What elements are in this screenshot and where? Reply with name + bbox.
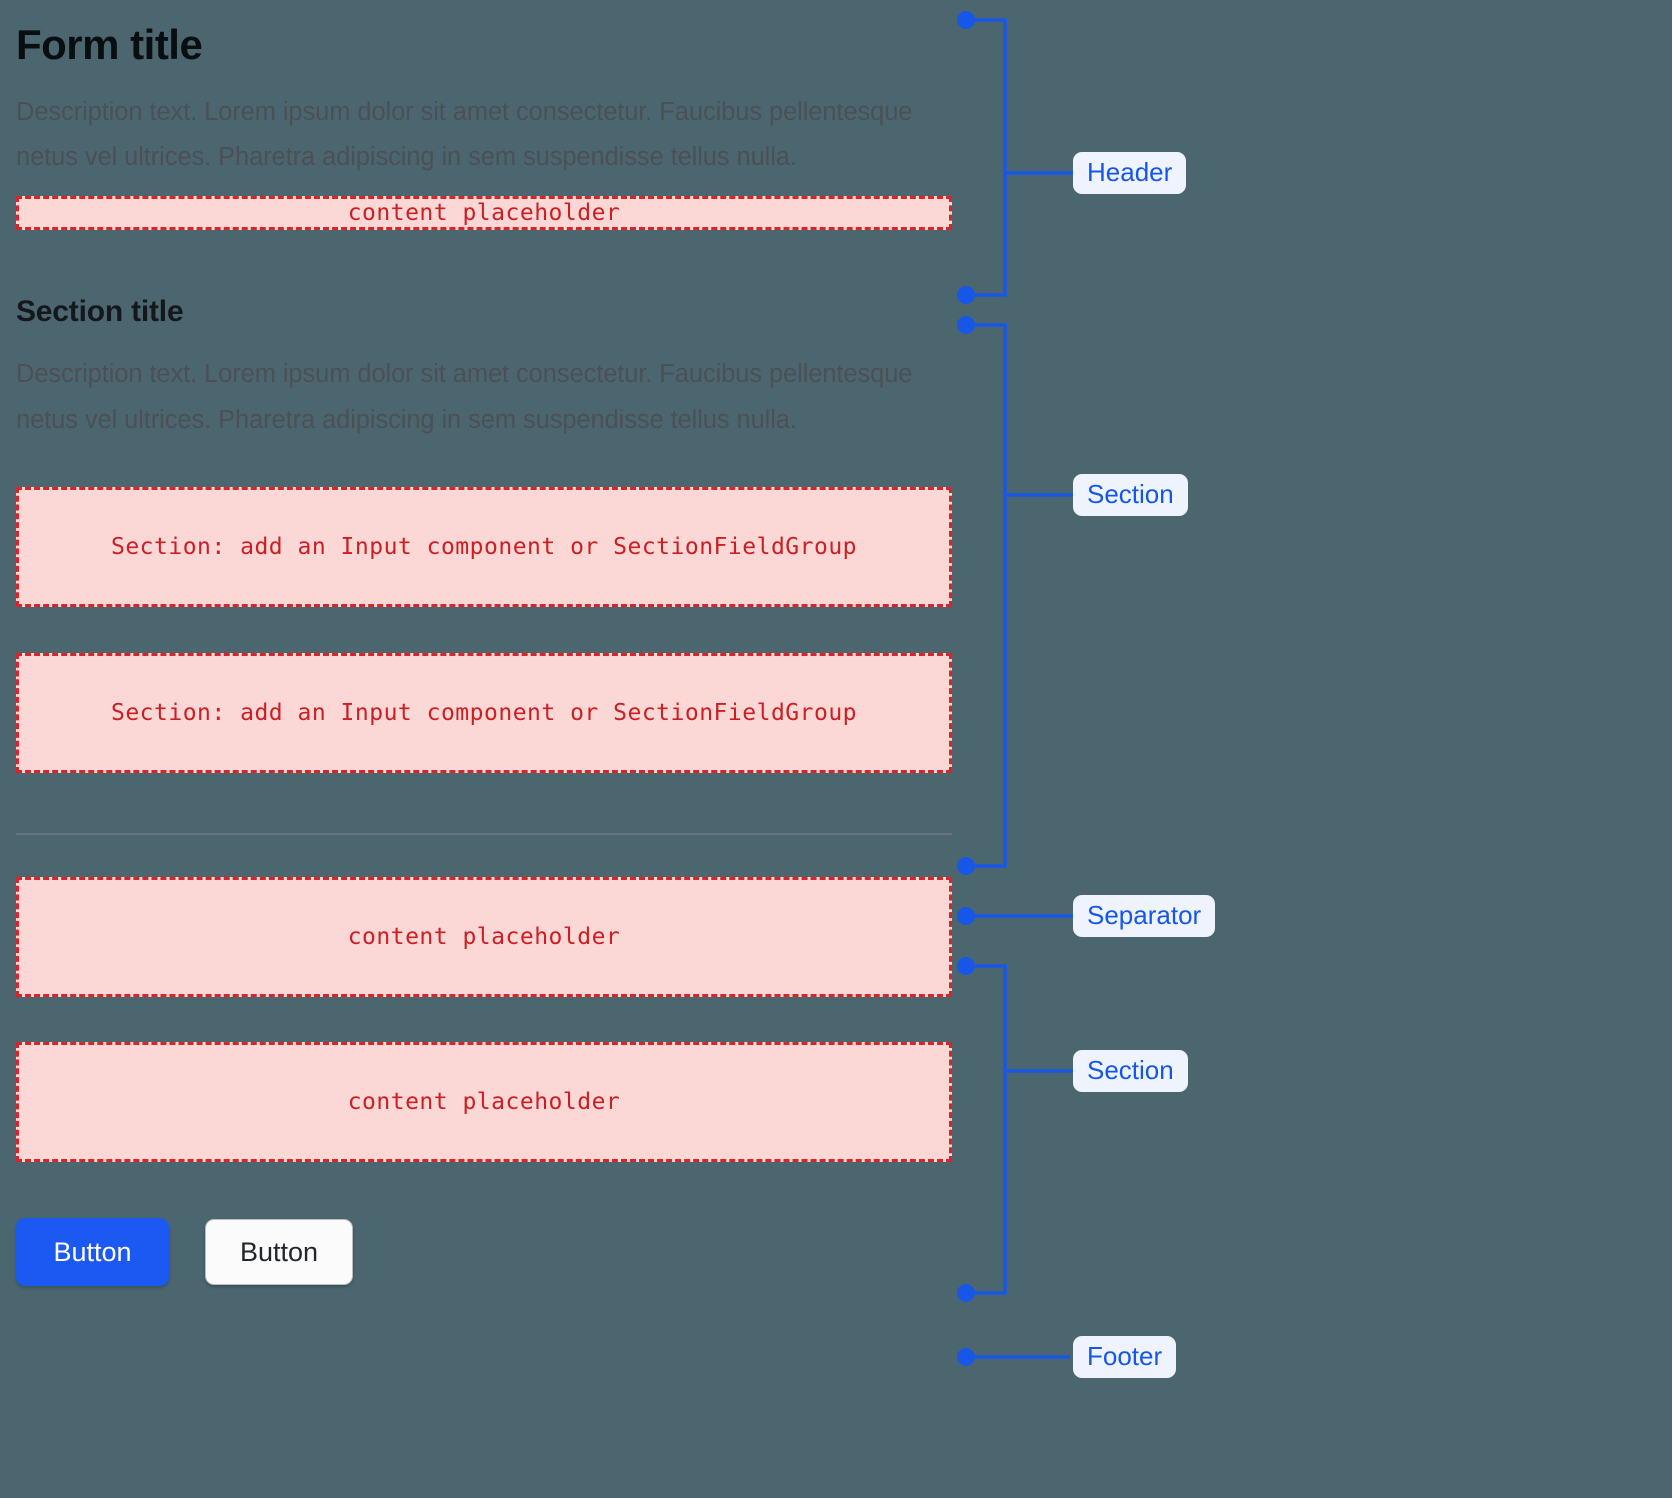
section-title: Section title xyxy=(16,295,184,329)
form-header-description: Description text. Lorem ipsum dolor sit … xyxy=(16,97,913,171)
header-content-placeholder[interactable]: content placeholder xyxy=(16,196,952,231)
form-section-one: Section title Description text. Lorem ip… xyxy=(16,294,952,774)
annotation-dot xyxy=(957,1348,975,1366)
annotation-bracket-section-one xyxy=(966,323,1073,868)
annotation-label-footer[interactable]: Footer xyxy=(1073,1336,1177,1378)
section-content-placeholder[interactable]: content placeholder xyxy=(16,877,952,998)
primary-button[interactable]: Button xyxy=(16,1218,169,1287)
section-description: Description text. Lorem ipsum dolor sit … xyxy=(16,360,913,434)
form-header: Form title Description text. Lorem ipsum… xyxy=(16,0,952,231)
annotation-dot xyxy=(957,11,975,29)
form-title: Form title xyxy=(16,21,203,68)
annotation-label-section-two[interactable]: Section xyxy=(1073,1050,1188,1092)
annotation-label-header[interactable]: Header xyxy=(1073,152,1187,194)
annotation-label-section-one[interactable]: Section xyxy=(1073,474,1188,516)
form-section-two: content placeholder content placeholder xyxy=(16,877,952,1163)
annotation-label-separator[interactable]: Separator xyxy=(1073,895,1216,937)
section-field-placeholder[interactable]: Section: add an Input component or Secti… xyxy=(16,487,952,608)
section-content-placeholder[interactable]: content placeholder xyxy=(16,1042,952,1163)
annotation-dot xyxy=(957,857,975,875)
annotation-bracket-header xyxy=(966,18,1073,297)
annotation-bracket-section-two xyxy=(966,964,1073,1295)
annotation-dot xyxy=(957,286,975,304)
annotation-dot xyxy=(957,1284,975,1302)
annotation-dot xyxy=(957,957,975,975)
section-field-placeholder[interactable]: Section: add an Input component or Secti… xyxy=(16,653,952,774)
secondary-button[interactable]: Button xyxy=(205,1219,353,1286)
form-container: Form title Description text. Lorem ipsum… xyxy=(16,0,952,1287)
form-footer: Button Button xyxy=(16,1218,952,1287)
form-separator xyxy=(16,833,952,836)
annotation-dot xyxy=(957,907,975,925)
annotation-dot xyxy=(957,316,975,334)
